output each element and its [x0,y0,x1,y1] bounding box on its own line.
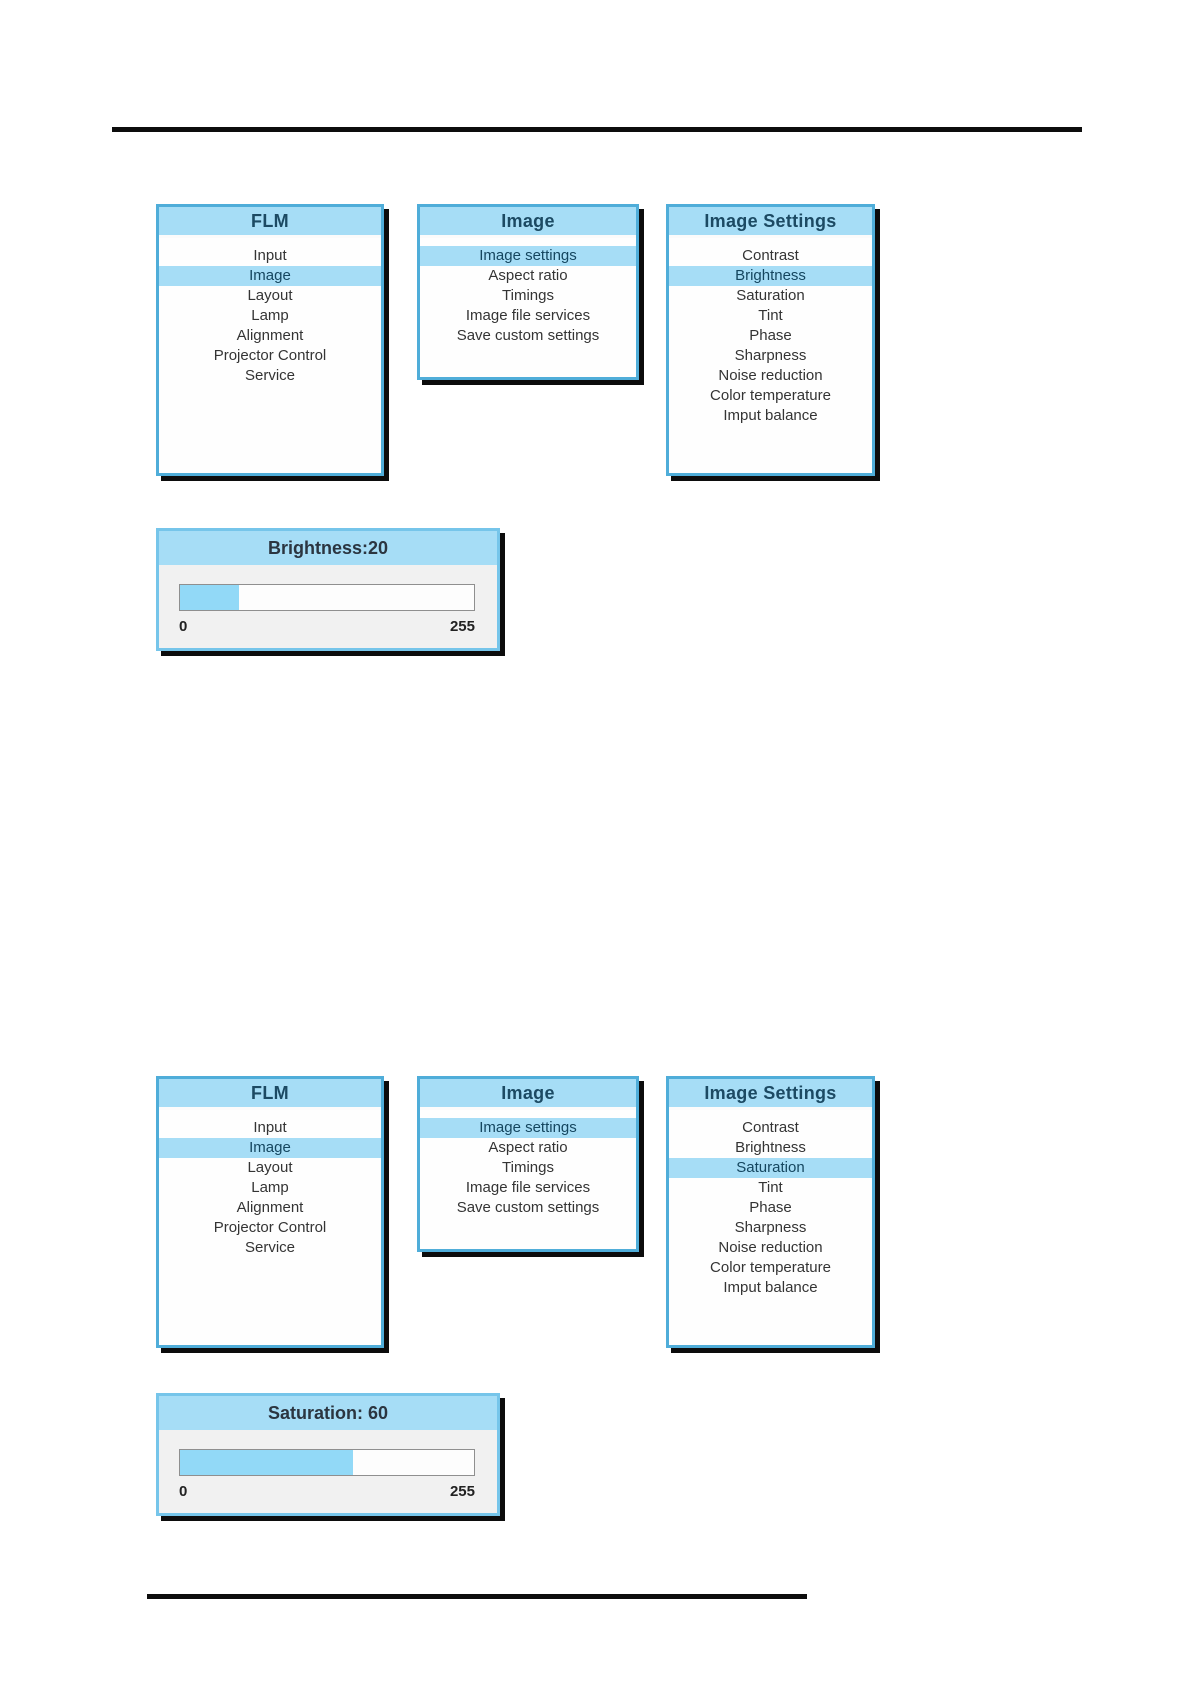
menu-item[interactable]: Save custom settings [456,1199,600,1216]
slider-track[interactable] [179,584,475,611]
menu-item[interactable]: Tint [758,1179,783,1196]
menu-item[interactable]: Projector Control [213,1219,327,1236]
menu-item[interactable]: Lamp [251,307,289,324]
menu-item[interactable]: Phase [749,1199,792,1216]
menu-item[interactable]: Saturation [669,1158,872,1178]
menu-item[interactable]: Layout [247,1159,293,1176]
top-divider [112,127,1082,132]
menu-spacer [159,238,381,246]
menu-item[interactable]: Service [244,367,296,384]
menu-item[interactable]: Timings [502,1159,554,1176]
menu-item[interactable]: Image file services [465,1179,591,1196]
bottom-divider [147,1594,807,1599]
slider-window-brightness: Brightness:20 0 255 [156,528,500,651]
menu-item[interactable]: Alignment [236,327,304,344]
menu-item[interactable]: Input [253,1119,287,1136]
menu-item[interactable]: Alignment [236,1199,304,1216]
menu-item[interactable]: Save custom settings [456,327,600,344]
slider-max-label: 255 [449,1483,475,1500]
slider-min-label: 0 [179,1483,188,1500]
menu-item[interactable]: Aspect ratio [488,267,568,284]
menu-item[interactable]: Service [244,1239,296,1256]
menu-spacer [420,238,636,246]
slider-min-label: 0 [179,618,188,635]
menu-spacer [159,1110,381,1118]
slider-range-labels: 0 255 [179,1483,475,1500]
osd-menu-flm: FLM Input Image Layout Lamp Alignment Pr… [156,1076,384,1348]
menu-item[interactable]: Layout [247,287,293,304]
menu-item[interactable]: Sharpness [734,1219,807,1236]
osd-menu-image-settings: Image Settings Contrast Brightness Satur… [666,204,875,476]
menu-item[interactable]: Imput balance [723,407,818,424]
menu-item[interactable]: Lamp [251,1179,289,1196]
menu-title: Image Settings [669,1079,872,1110]
menu-item[interactable]: Image file services [465,307,591,324]
menu-title: Image [420,207,636,238]
slider-title: Saturation: 60 [159,1396,497,1430]
menu-item[interactable]: Image [159,1138,381,1158]
slider-title: Brightness:20 [159,531,497,565]
osd-menu-image-settings: Image Settings Contrast Brightness Satur… [666,1076,875,1348]
slider-fill [180,1450,354,1475]
menu-item[interactable]: Image settings [420,1118,636,1138]
menu-item[interactable]: Brightness [669,266,872,286]
menu-item[interactable]: Noise reduction [718,1239,823,1256]
menu-title: FLM [159,207,381,238]
slider-max-label: 255 [449,618,475,635]
menu-item[interactable]: Saturation [736,287,805,304]
menu-spacer [669,238,872,246]
menu-item[interactable]: Contrast [742,247,799,264]
menu-item[interactable]: Contrast [742,1119,799,1136]
menu-item[interactable]: Phase [749,327,792,344]
menu-item[interactable]: Tint [758,307,783,324]
menu-spacer [420,1110,636,1118]
slider-window-saturation: Saturation: 60 0 255 [156,1393,500,1516]
menu-title: Image Settings [669,207,872,238]
menu-item[interactable]: Input [253,247,287,264]
menu-item[interactable]: Image [159,266,381,286]
menu-spacer [669,1110,872,1118]
menu-title: Image [420,1079,636,1110]
menu-title: FLM [159,1079,381,1110]
osd-menu-image: Image Image settings Aspect ratio Timing… [417,1076,639,1252]
menu-item[interactable]: Timings [502,287,554,304]
slider-range-labels: 0 255 [179,618,475,635]
menu-item[interactable]: Projector Control [213,347,327,364]
osd-menu-image: Image Image settings Aspect ratio Timing… [417,204,639,380]
menu-item[interactable]: Noise reduction [718,367,823,384]
menu-item[interactable]: Brightness [735,1139,806,1156]
slider-track[interactable] [179,1449,475,1476]
slider-fill [180,585,239,610]
menu-item[interactable]: Imput balance [723,1279,818,1296]
osd-menu-flm: FLM Input Image Layout Lamp Alignment Pr… [156,204,384,476]
menu-item[interactable]: Image settings [420,246,636,266]
menu-item[interactable]: Aspect ratio [488,1139,568,1156]
menu-item[interactable]: Sharpness [734,347,807,364]
menu-item[interactable]: Color temperature [710,387,831,404]
menu-item[interactable]: Color temperature [710,1259,831,1276]
